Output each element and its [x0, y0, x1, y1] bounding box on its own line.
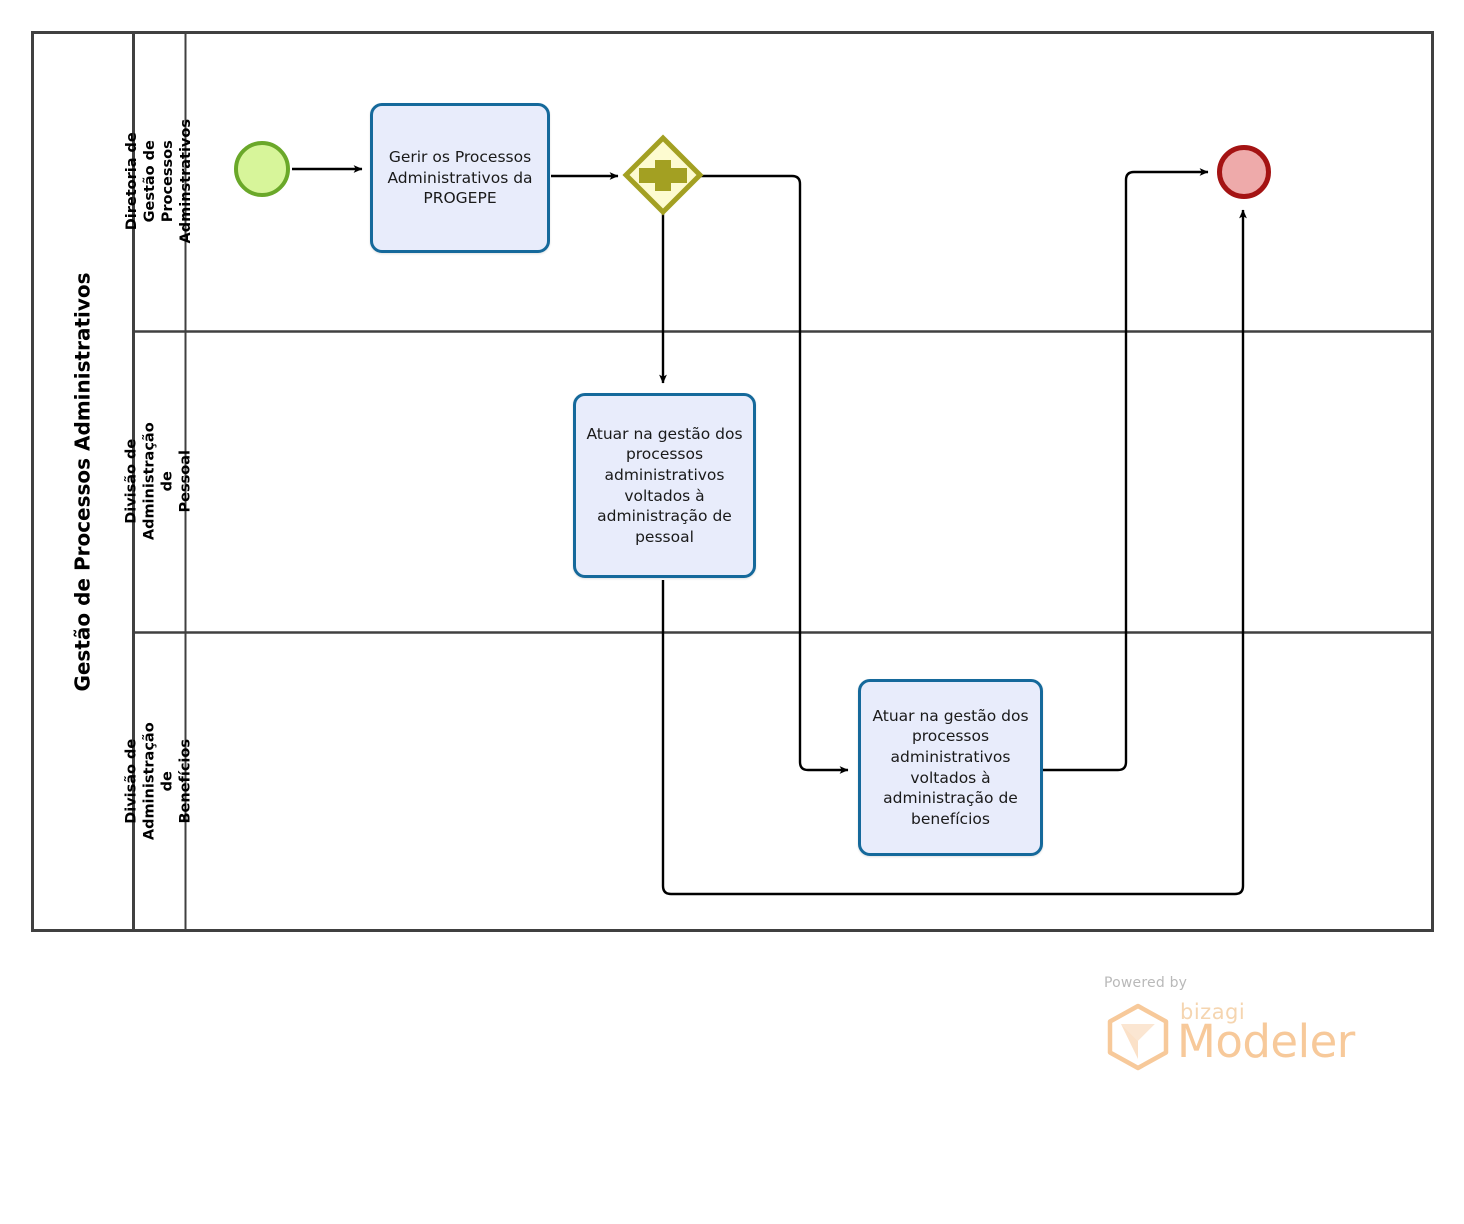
pool-border [31, 31, 1434, 932]
task-beneficios-label: Atuar na gestão dos processos administra… [872, 706, 1029, 828]
task-gerir-label: Gerir os Processos Administrativos da PR… [387, 148, 533, 208]
start-event[interactable] [234, 141, 290, 197]
task-gerir-processos[interactable]: Gerir os Processos Administrativos da PR… [370, 103, 550, 253]
modeler-wordmark: Modeler [1177, 1015, 1355, 1068]
bizagi-wordmark: bizagi [1180, 1000, 1246, 1024]
parallel-gateway-shape [622, 134, 704, 216]
flow-gateway-to-beneficios [701, 174, 849, 774]
task-pessoal-label: Atuar na gestão dos processos administra… [586, 424, 743, 546]
powered-by-label: Powered by [1104, 975, 1188, 991]
gateway-plus-icon [639, 160, 687, 191]
task-atuar-gestao-beneficios[interactable]: Atuar na gestão dos processos administra… [858, 679, 1043, 856]
flow-pessoal-to-end [661, 209, 1247, 896]
end-event[interactable] [1217, 145, 1271, 199]
flow-beneficios-to-end [1043, 168, 1209, 772]
bizagi-hexagon-logo-icon [1107, 1003, 1169, 1071]
task-atuar-gestao-pessoal[interactable]: Atuar na gestão dos processos administra… [573, 393, 756, 578]
